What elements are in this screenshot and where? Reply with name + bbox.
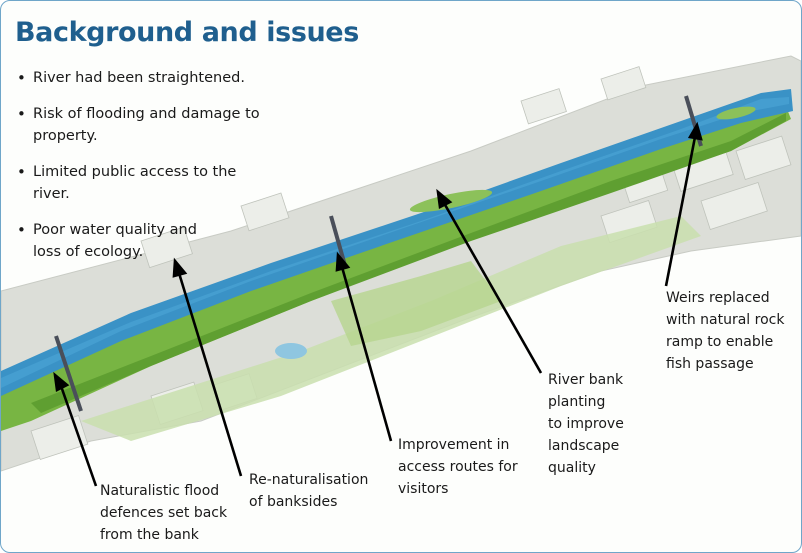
callout-arrows <box>53 121 703 487</box>
callout-access-routes: Improvement in access routes for visitor… <box>398 437 518 497</box>
issue-item: River had been straightened. <box>15 67 273 89</box>
issues-list: River had been straightened. Risk of flo… <box>15 67 273 277</box>
issue-item: Risk of flooding and damage to property. <box>15 103 273 147</box>
green-banks <box>1 99 791 431</box>
bridge-1 <box>54 335 83 412</box>
park-area <box>81 216 701 441</box>
issue-item: Limited public access to the river. <box>15 161 273 205</box>
callout-flood-defences: Naturalistic flood defences set back fro… <box>100 483 228 543</box>
river <box>1 89 793 396</box>
callout-renaturalisation: Re-naturalisation of banksides <box>249 472 369 510</box>
page-title: Background and issues <box>15 17 359 48</box>
issue-item: Poor water quality and loss of ecology. <box>15 219 273 263</box>
pond-icon <box>275 343 307 359</box>
callout-weirs: Weirs replaced with natural rock ramp to… <box>666 290 785 372</box>
callout-bank-planting: River bank planting to improve landscape… <box>548 372 624 476</box>
